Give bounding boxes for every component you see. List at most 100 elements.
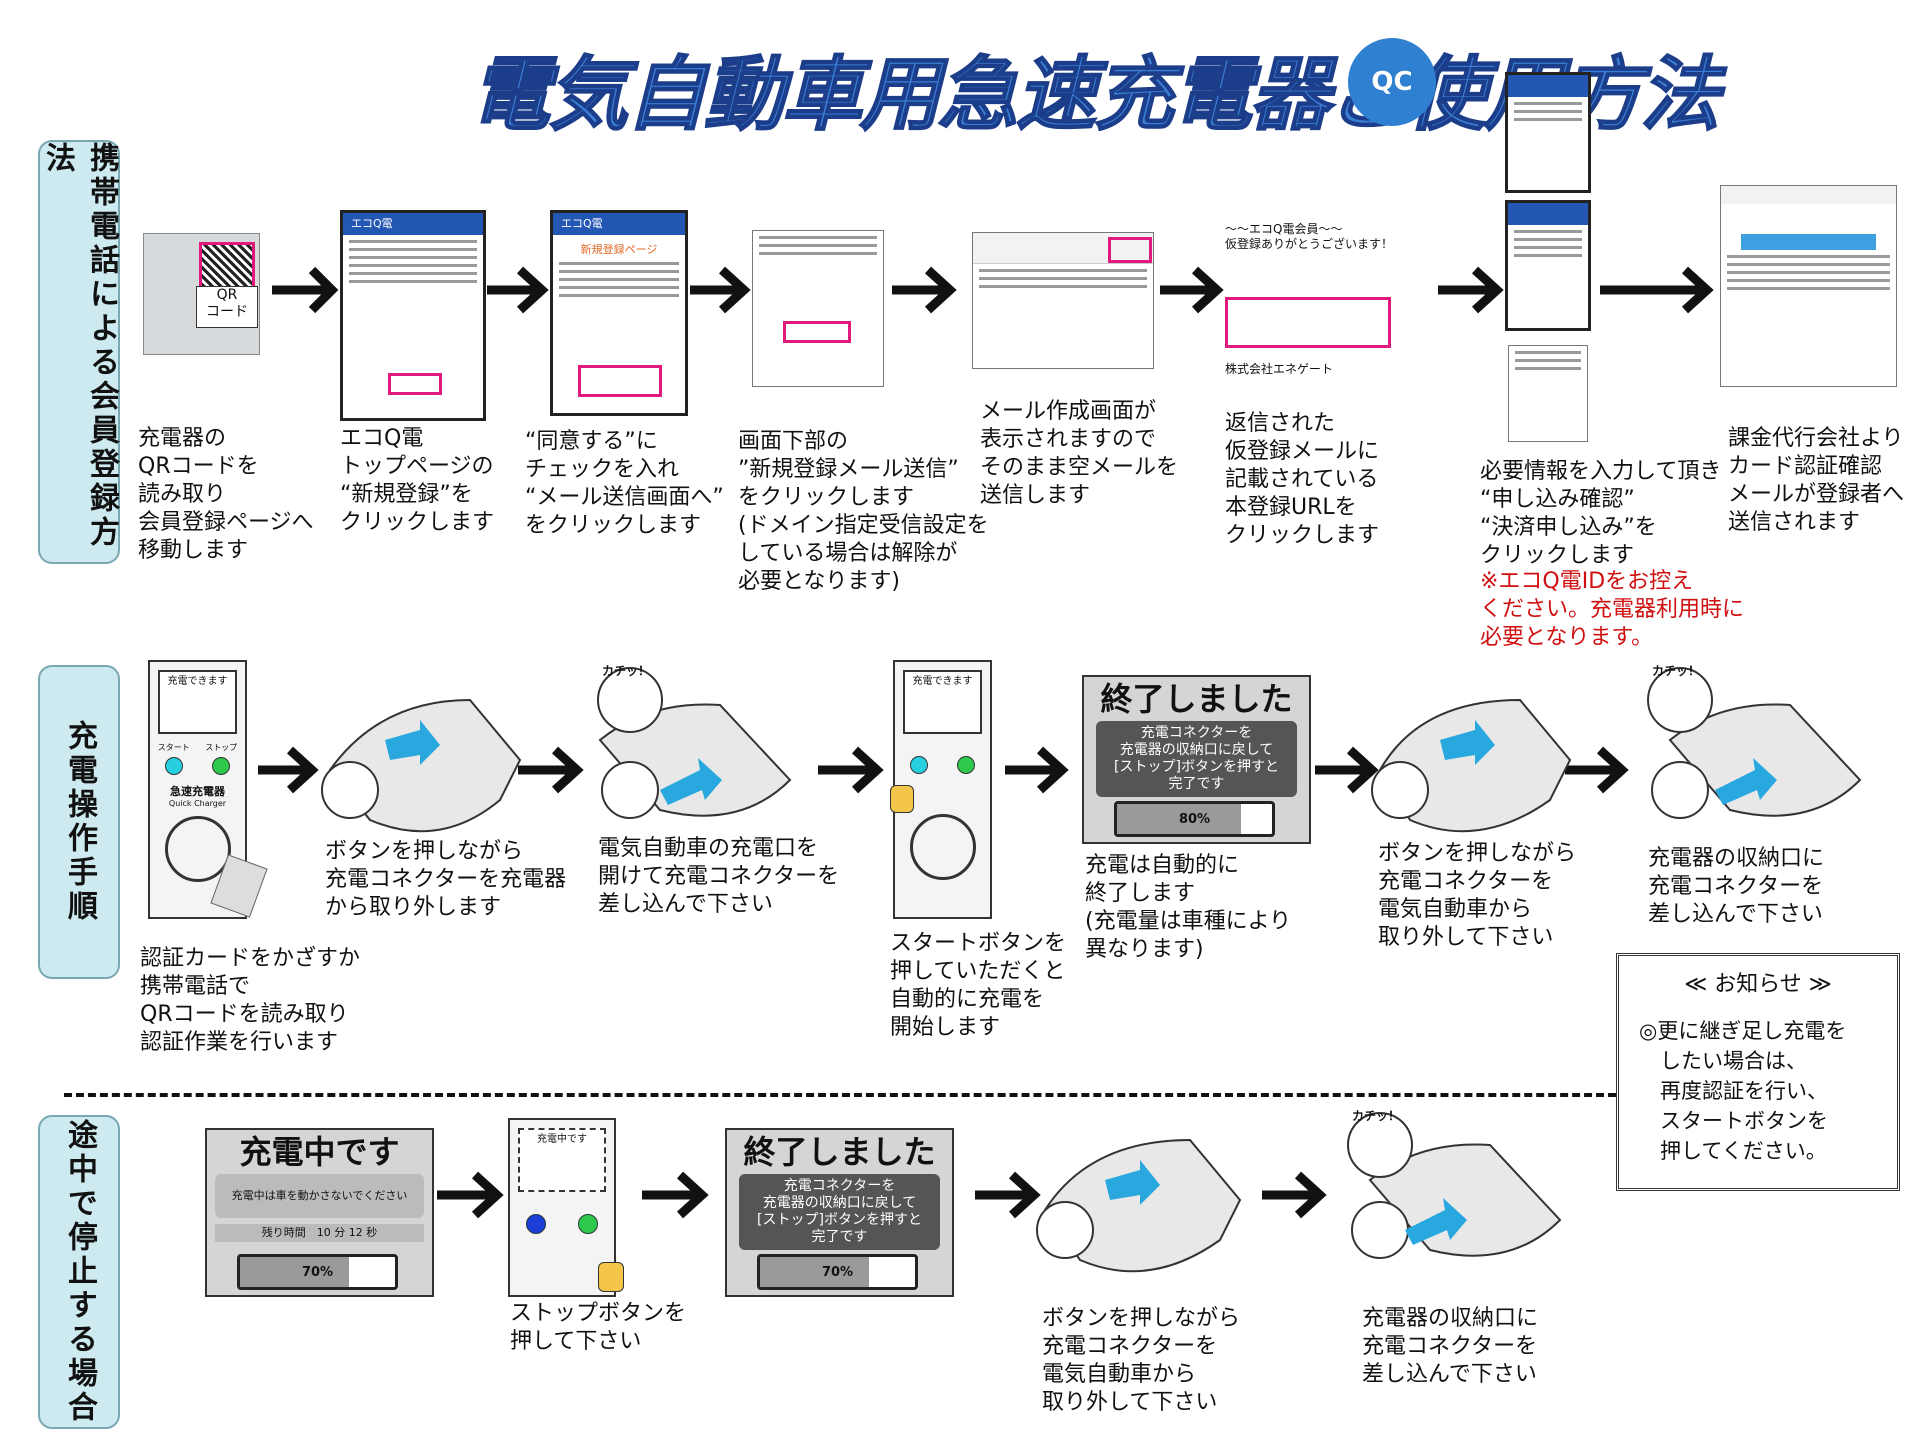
arrow-icon — [518, 746, 584, 794]
mail-footer: 株式会社エネゲート — [1225, 362, 1334, 376]
insert-arrow-icon — [1715, 758, 1777, 805]
step-caption: ボタンを押しながら 充電コネクターを 電気自動車から 取り外して下さい — [1378, 841, 1577, 950]
connector-icon — [1043, 1138, 1242, 1273]
zoom-circle-icon — [1647, 667, 1713, 733]
start-button[interactable] — [526, 1214, 546, 1234]
charger-screen: 充電中です — [518, 1128, 606, 1192]
step-caption: 充電器の QRコードを 読み取り 会員登録ページへ 移動します — [138, 426, 314, 563]
step-caption: ボタンを押しながら 充電コネクターを充電器 から取り外します — [325, 839, 567, 920]
panel-message: 充電コネクターを 充電器の収納口に戻して [ストップ]ボタンを押すと 完了です — [739, 1174, 940, 1250]
qr-charger-image: QR コード — [143, 233, 260, 355]
step-caption: 課金代行会社より カード認証確認 メールが登録者へ 送信されます — [1728, 426, 1905, 535]
pointing-hand-icon — [890, 785, 914, 813]
push-arrow-icon — [385, 720, 440, 765]
start-button[interactable] — [164, 757, 183, 775]
arrow-icon — [487, 266, 549, 314]
charger-panel: 充電できます スタート ストップ 急速充電器 Quick Charger — [148, 660, 247, 919]
step-caption: 充電は自動的に 終了します (充電量は車種により 異なります) — [1085, 853, 1292, 962]
arrow-icon — [1160, 266, 1224, 314]
charger-brand-en: Quick Charger — [168, 799, 227, 808]
card-auth-mail-screenshot — [1720, 185, 1897, 387]
input-form-screenshot-2 — [1505, 200, 1591, 331]
finished-panel: 終了しました 充電コネクターを 充電器の収納口に戻して [ストップ]ボタンを押す… — [725, 1128, 954, 1297]
remaining-time: 残り時間 10 分 12 秒 — [215, 1224, 424, 1242]
push-arrow-icon — [1105, 1160, 1160, 1205]
car-port-icon — [1651, 761, 1709, 819]
insert-arrow-icon — [660, 758, 722, 805]
notice-body: ◎更に継ぎ足し充電を したい場合は、 再度認証を行い、 スタートボタンを 押して… — [1639, 1019, 1847, 1163]
car-port-icon — [1351, 1201, 1409, 1259]
arrow-icon — [818, 746, 884, 794]
arrow-icon — [1262, 1171, 1327, 1219]
click-label: カチッ！ — [602, 664, 651, 678]
battery-percent: 70% — [301, 1264, 334, 1280]
charger-panel: 充電中です — [508, 1118, 616, 1297]
battery-gauge: 80% — [1114, 801, 1275, 837]
battery-gauge: 70% — [237, 1254, 398, 1290]
card-reader-icon — [164, 816, 231, 882]
click-label: カチッ！ — [1352, 1109, 1401, 1123]
arrow-icon — [642, 1171, 709, 1219]
arrow-icon — [1315, 746, 1379, 794]
id-note: ※エコQ電IDをお控え ください。充電器利用時に 必要となります。 — [1480, 569, 1745, 650]
screen-subtitle: 新規登録ページ — [580, 243, 658, 256]
panel-message: 充電中は車を動かさないでください — [215, 1174, 424, 1218]
section-label-stop: 途中で停止する場合 — [38, 1115, 120, 1429]
step-caption: 電気自動車の充電口を 開けて充電コネクターを 差し込んで下さい — [598, 836, 840, 917]
screen-header: エコQ電 — [553, 213, 685, 235]
step-caption: 認証カードをかざすか 携帯電話で QRコードを読み取り 認証作業を行います — [140, 946, 361, 1055]
zoom-circle-icon — [1347, 1112, 1413, 1178]
input-form-screenshot-1 — [1505, 72, 1591, 193]
new-register-highlight — [388, 373, 442, 395]
card-reader-icon — [909, 814, 976, 880]
zoom-circle-icon — [597, 667, 663, 733]
arrow-icon — [437, 1171, 504, 1219]
battery-percent: 80% — [1178, 811, 1211, 827]
mail-compose-screenshot — [972, 232, 1154, 369]
step-caption: エコQ電 トップページの “新規登録”を クリックします — [340, 426, 495, 535]
start-button[interactable] — [909, 756, 928, 774]
screen-header: エコQ電 — [343, 213, 483, 235]
battery-gauge: 70% — [757, 1254, 918, 1290]
qr-label: QR コード — [196, 286, 258, 328]
step-caption: 返信された 仮登録メールに 記載されている 本登録URLを クリックします — [1225, 411, 1380, 548]
step-caption: 充電器の収納口に 充電コネクターを 差し込んで下さい — [1648, 846, 1825, 927]
arrow-icon — [272, 266, 339, 314]
qc-logo: QC — [1348, 38, 1436, 126]
step-caption: 必要情報を入力して頂き “申し込み確認” “決済申し込み”を クリックします — [1480, 459, 1722, 568]
registration-url-highlight[interactable] — [1225, 297, 1391, 348]
insert-arrow-icon — [1405, 1198, 1467, 1245]
step-caption: 充電器の収納口に 充電コネクターを 差し込んで下さい — [1362, 1306, 1539, 1387]
click-label: カチッ！ — [1652, 664, 1701, 678]
section-label-mobile: 携帯電話による会員登録方法 — [38, 140, 120, 564]
start-label: スタート — [157, 743, 190, 752]
connector-head-icon — [321, 761, 379, 819]
step-caption: メール作成画面が 表示されますので そのまま空メールを 送信します — [980, 399, 1179, 508]
registration-page-screenshot: エコQ電 新規登録ページ — [550, 210, 688, 416]
input-form-screenshot-3 — [1508, 345, 1588, 442]
arrow-icon — [1005, 746, 1069, 794]
push-arrow-icon — [1440, 720, 1495, 765]
arrow-icon — [892, 266, 957, 314]
connector-head-icon — [1036, 1201, 1094, 1259]
send-button-highlight — [1108, 237, 1152, 263]
register-mail-screenshot — [752, 230, 884, 387]
arrow-icon — [975, 1171, 1041, 1219]
stop-button[interactable] — [957, 756, 976, 774]
arrow-icon — [1600, 266, 1714, 314]
charger-screen: 充電できます — [158, 670, 237, 734]
battery-percent: 70% — [821, 1264, 854, 1280]
stop-button[interactable] — [578, 1214, 598, 1234]
arrow-icon — [690, 266, 751, 314]
charger-brand: 急速充電器 — [170, 785, 225, 798]
step-caption: 画面下部の ”新規登録メール送信” をクリックします (ドメイン指定受信設定を … — [738, 429, 989, 594]
arrow-icon — [1438, 266, 1504, 314]
stop-label: ストップ — [205, 743, 238, 752]
charger-panel: 充電できます — [893, 660, 992, 919]
step-caption: ボタンを押しながら 充電コネクターを 電気自動車から 取り外して下さい — [1042, 1306, 1241, 1415]
eco-q-top-page-screenshot: エコQ電 — [340, 210, 486, 421]
charging-panel: 充電中です 充電中は車を動かさないでください 残り時間 10 分 12 秒 70… — [205, 1128, 434, 1297]
stop-button[interactable] — [212, 757, 231, 775]
step-caption: ストップボタンを 押して下さい — [510, 1301, 687, 1354]
